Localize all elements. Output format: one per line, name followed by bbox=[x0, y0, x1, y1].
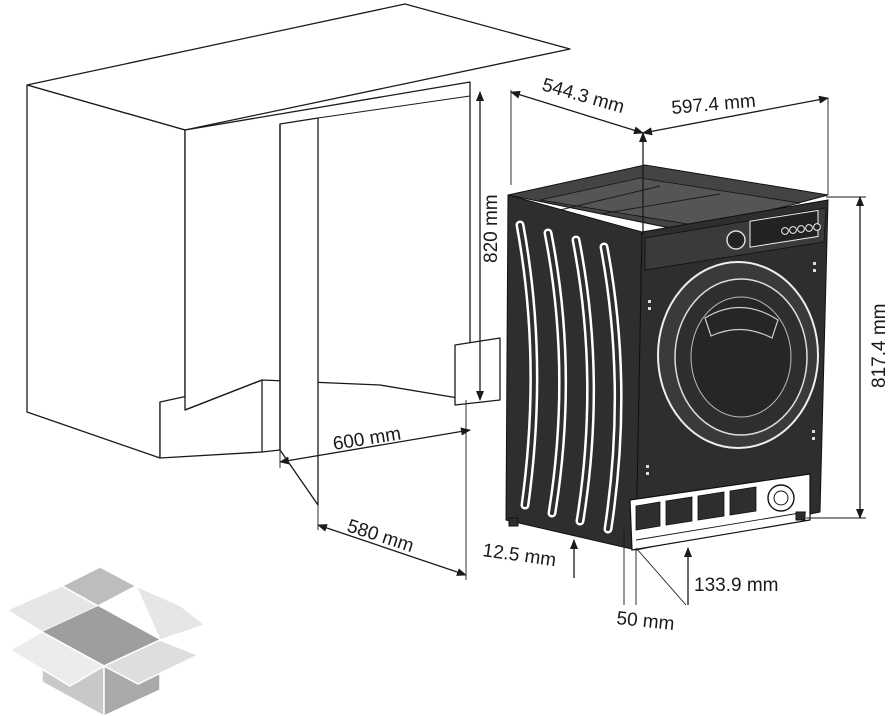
dimension-lines bbox=[279, 90, 866, 606]
label-817-4-mm: 817.4 mm bbox=[869, 304, 890, 388]
washing-machine-icon bbox=[505, 164, 829, 551]
label-597-4-mm: 597.4 mm bbox=[671, 91, 757, 119]
label-133-9-mm: 133.9 mm bbox=[694, 575, 778, 596]
cardboard-box-icon bbox=[5, 566, 207, 716]
label-544-3-mm: 544.3 mm bbox=[540, 75, 627, 118]
label-600-mm: 600 mm bbox=[331, 423, 402, 454]
label-820-mm: 820 mm bbox=[481, 194, 502, 263]
label-12-5-mm: 12.5 mm bbox=[481, 540, 557, 571]
label-580-mm: 580 mm bbox=[344, 516, 416, 557]
label-50-mm: 50 mm bbox=[615, 608, 675, 635]
